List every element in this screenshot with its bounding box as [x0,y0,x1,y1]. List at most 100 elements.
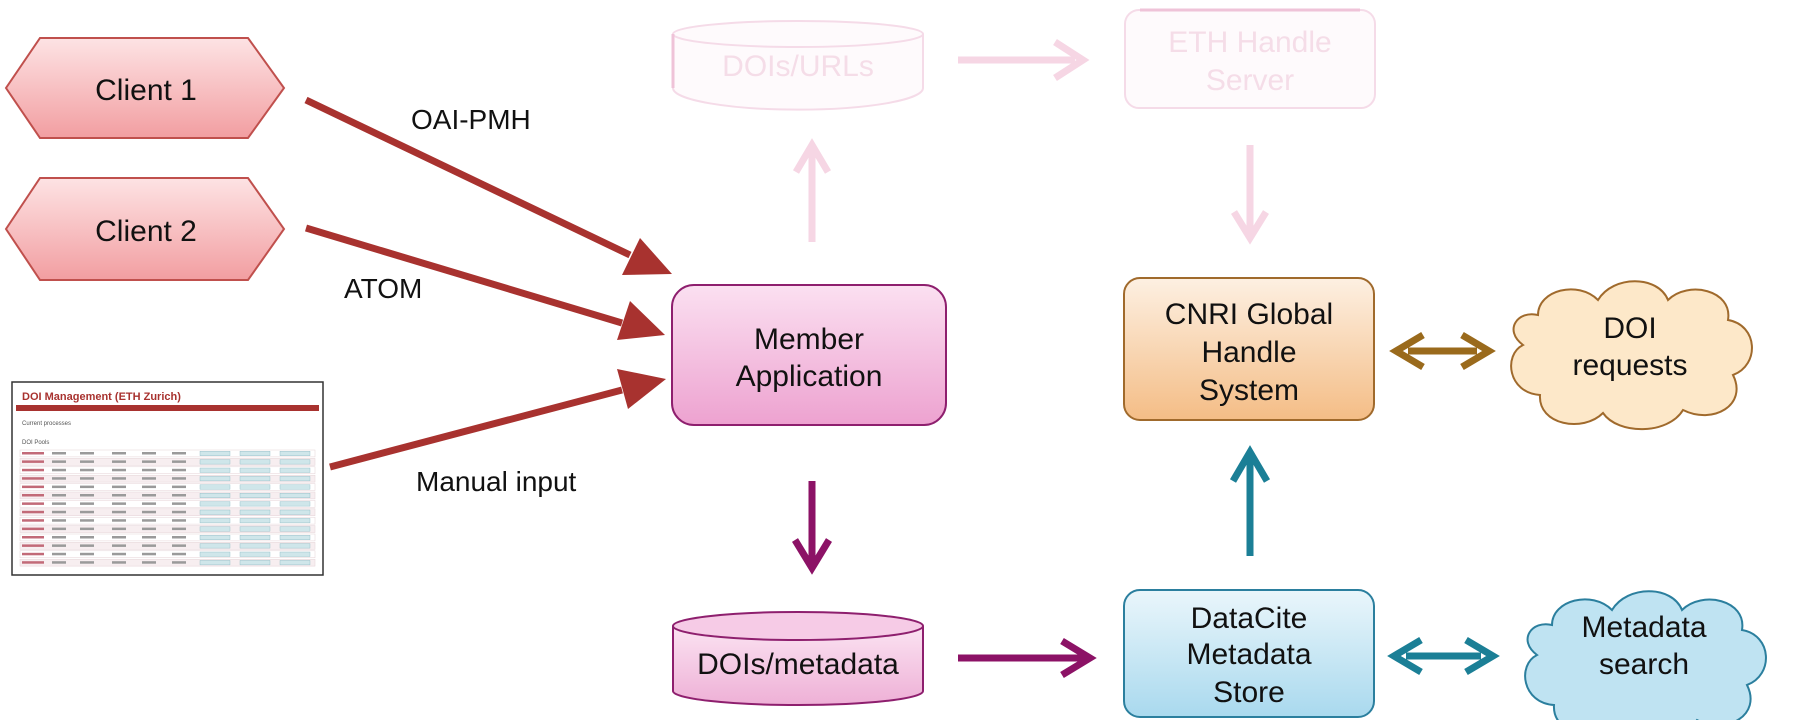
client-1-node: Client 1 [4,37,286,139]
screenshot-table-cell [22,494,44,497]
screenshot-table-cell [22,552,44,556]
datacite-line1: DataCite [1191,602,1308,635]
screenshot-table-cell [80,477,94,480]
screenshot-table-button [199,467,231,473]
screenshot-table-cell [22,468,44,472]
screenshot-table-row [19,449,316,458]
screenshot-table-cell [22,477,44,480]
screenshot-table-button [199,459,231,465]
faint-top-row: DOIs/URLs ETH Handle Server [671,8,1376,245]
screenshot-table-button [239,509,271,515]
screenshot-table-cell [52,485,66,489]
screenshot-table-button [199,551,231,557]
screenshot-table-cell [22,527,44,531]
doi-requests-cloud: DOI requests [1510,280,1753,431]
member-application-node: Member Application [671,284,947,426]
screenshot-table-cell [22,561,44,564]
screenshot-table-button [239,543,271,549]
arrow-member-to-urls [792,138,832,242]
screenshot-table-cell [22,485,44,489]
screenshot-table-button [279,484,311,490]
screenshot-table-row [19,516,316,525]
arrow-datacite-to-cnri [1229,445,1271,556]
doi-requests-line2: requests [1572,349,1687,382]
member-app-line1: Member [754,323,864,356]
screenshot-table-button [239,535,271,540]
screenshot-table-cell [172,460,186,463]
client-2-label: Client 2 [95,215,197,248]
screenshot-table-cell [112,519,126,522]
manual-input-label: Manual input [416,466,577,497]
screenshot-subsection: DOI Pools [22,440,49,446]
eth-handle-line2: Server [1206,64,1294,97]
eth-handle-server: ETH Handle Server [1124,8,1376,109]
screenshot-table-button [239,459,271,465]
screenshot-table-cell [52,552,66,556]
screenshot-table-cell [22,510,44,514]
cnri-line3: System [1199,374,1299,407]
screenshot-table-cell [142,477,156,480]
screenshot-table-cell [172,468,186,472]
screenshot-table-cell [112,452,126,455]
screenshot-table-button [279,476,311,482]
screenshot-table-button [279,526,311,532]
arrow-eth-to-cnri [1231,145,1269,245]
screenshot-table-cell [80,552,94,556]
arrow-datacite-metadata-search [1387,636,1500,676]
dois-metadata-label: DOIs/metadata [697,648,899,681]
screenshot-table-button [239,501,271,507]
screenshot-table-cell [172,485,186,489]
screenshot-table-cell [142,536,156,539]
screenshot-table-button [199,526,231,532]
screenshot-table-button [199,535,231,540]
dois-metadata-database: DOIs/metadata [672,611,924,706]
screenshot-table [19,449,316,567]
screenshot-table-cell [22,544,44,547]
screenshot-table-cell [142,452,156,455]
screenshot-table-cell [142,527,156,531]
screenshot-table-cell [52,468,66,472]
screenshot-table-cell [52,510,66,514]
screenshot-table-row [19,550,316,558]
screenshot-table-cell [80,519,94,522]
screenshot-table-button [239,476,271,482]
screenshot-table-cell [80,485,94,489]
arrow-metadata-to-datacite [958,638,1097,678]
screenshot-table-cell [172,502,186,505]
screenshot-table-cell [52,477,66,480]
screenshot-table-button [279,560,311,566]
metadata-search-line1: Metadata [1581,611,1706,644]
client-2-node: Client 2 [4,177,286,281]
client-1-label: Client 1 [95,74,197,107]
screenshot-table-row [19,542,316,550]
screenshot-table-cell [52,460,66,463]
atom-label: ATOM [344,273,422,304]
screenshot-table-cell [172,519,186,522]
screenshot-table-cell [142,468,156,472]
screenshot-table-row [19,500,316,508]
screenshot-table-button [199,518,231,524]
doi-requests-line1: DOI [1603,312,1656,345]
screenshot-table-cell [172,477,186,480]
screenshot-table-cell [112,477,126,480]
arrow-client1-to-member [304,96,672,275]
screenshot-table-button [279,467,311,473]
screenshot-table-cell [52,527,66,531]
screenshot-table-cell [52,494,66,497]
screenshot-table-cell [172,552,186,556]
eth-handle-line1: ETH Handle [1168,26,1331,59]
screenshot-table-cell [142,561,156,564]
screenshot-table-cell [172,494,186,497]
datacite-metadata-store-node: DataCite Metadata Store [1123,589,1375,718]
datacite-line2: Metadata [1186,638,1311,671]
screenshot-table-cell [142,502,156,505]
screenshot-table-cell [22,536,44,539]
screenshot-table-button [239,518,271,524]
screenshot-table-button [279,509,311,515]
screenshot-table-cell [52,561,66,564]
screenshot-table-button [239,451,271,456]
screenshot-table-button [239,560,271,566]
arrow-cnri-doi-requests [1389,331,1496,371]
screenshot-table-cell [80,502,94,505]
